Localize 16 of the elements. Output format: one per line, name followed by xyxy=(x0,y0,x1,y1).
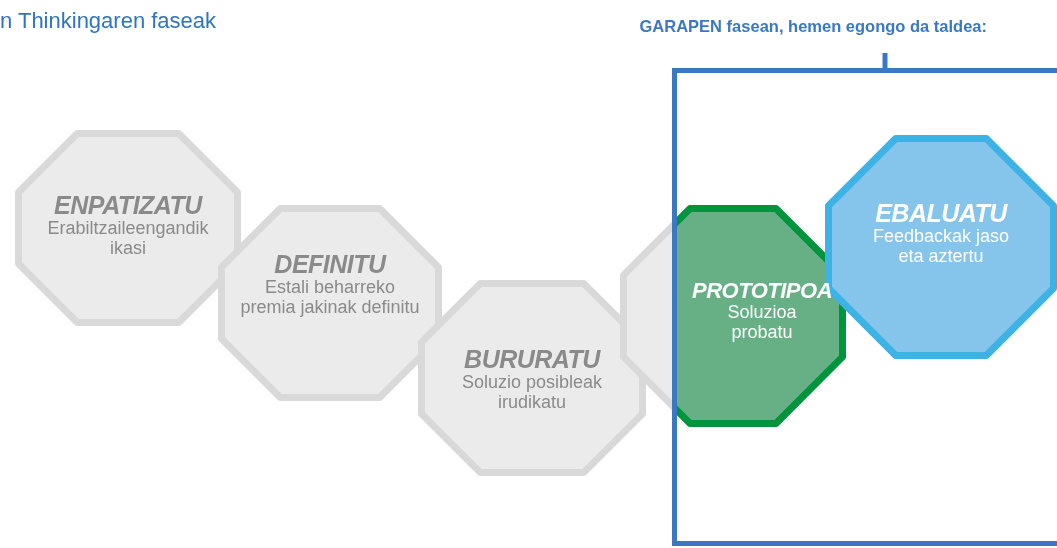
phase-description: Soluzioa probatu xyxy=(726,302,798,343)
phase-description: Soluzio posibleak irudikatu xyxy=(460,372,604,413)
octagon-shape xyxy=(620,205,846,427)
phase-description: Erabiltzaileengandik ikasi xyxy=(46,218,210,259)
phase-description: Feedbackak jaso eta aztertu xyxy=(871,226,1011,267)
octagon-shape xyxy=(418,280,646,476)
phase-title: EBALUATU xyxy=(875,200,1007,227)
octagon-shape xyxy=(218,205,442,401)
phase-title: DEFINITU xyxy=(274,251,386,278)
phase-title: BURURATU xyxy=(464,346,600,373)
phase-title: ENPATIZATU xyxy=(54,192,202,219)
octagon-shape xyxy=(15,130,241,326)
diagram-title: n Thinkingaren faseak xyxy=(0,8,217,34)
phase-description: Estali beharreko premia jakinak definitu xyxy=(240,277,420,318)
phase-title: PROTOTIPOA xyxy=(691,279,833,303)
frame-heading: GARAPEN fasean, hemen egongo da taldea: xyxy=(639,17,987,36)
